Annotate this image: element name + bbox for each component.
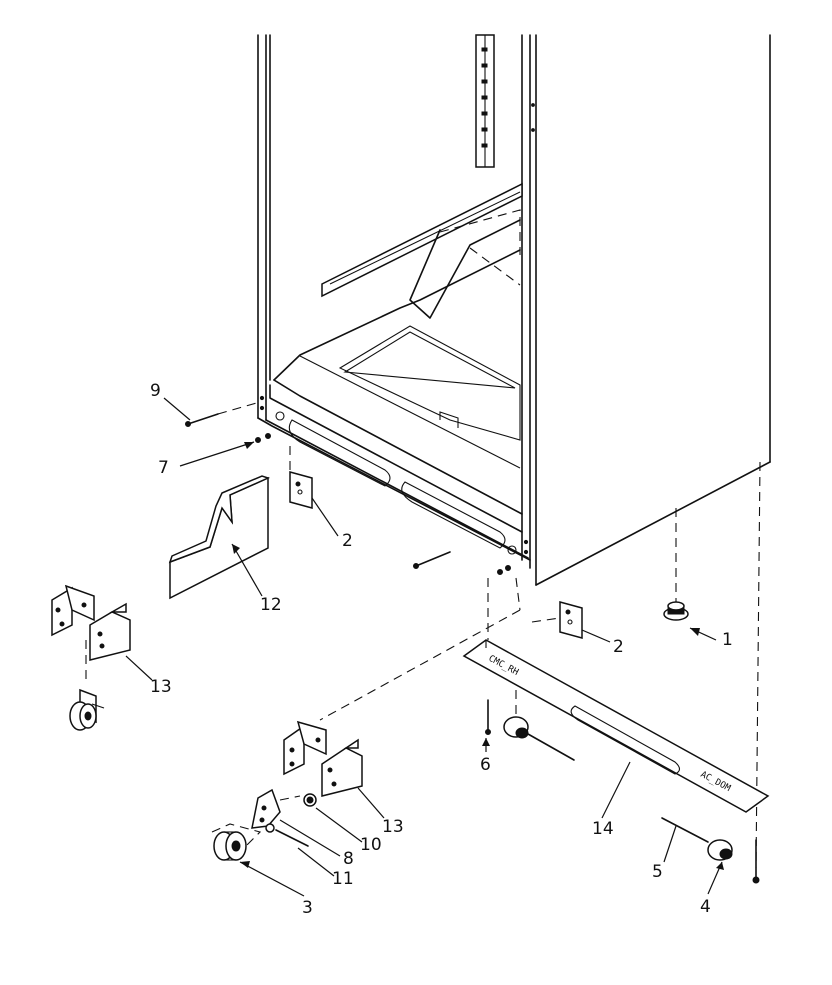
axle-part-11 (265, 823, 309, 847)
screw-middle (413, 551, 451, 569)
screw-part-6 (485, 699, 491, 735)
callout-labels: 1 2 2 3 4 5 6 7 8 9 10 11 12 13 13 14 (150, 381, 733, 918)
sleeve-middle (503, 716, 575, 761)
wheel-part-3 (211, 823, 262, 861)
long-screw-right (752, 461, 761, 884)
leader-arrowheads (232, 442, 724, 870)
callout-13a: 13 (150, 677, 172, 697)
bracket-part-2-right (531, 601, 583, 639)
callout-12: 12 (260, 595, 282, 615)
callout-10: 10 (360, 835, 382, 855)
callout-2a: 2 (342, 531, 353, 551)
callout-2b: 2 (613, 637, 624, 657)
refrigerator-cabinet (257, 34, 771, 586)
pin-part-5 (661, 817, 709, 843)
roller-part-4 (707, 839, 733, 861)
callout-11: 11 (332, 869, 354, 889)
callout-1: 1 (722, 630, 733, 650)
callout-9: 9 (150, 381, 161, 401)
callout-7: 7 (158, 458, 169, 478)
panel-part-12 (168, 475, 271, 600)
caster-bracket-part-13-left (51, 584, 131, 731)
callout-8: 8 (343, 849, 354, 869)
callout-3: 3 (302, 898, 313, 918)
callout-4: 4 (700, 897, 711, 917)
bracket-part-2-left (289, 446, 313, 509)
callout-5: 5 (652, 862, 663, 882)
leader-lines (125, 397, 723, 897)
caster-bracket-part-13-bottom (283, 720, 363, 797)
foot-part-1 (663, 508, 689, 621)
nuts-part-7 (255, 433, 511, 575)
caster-plate-part-8 (251, 788, 301, 829)
bushing-part-10 (303, 793, 317, 807)
screw-part-9 (185, 401, 261, 427)
callout-14: 14 (592, 819, 614, 839)
callout-13b: 13 (382, 817, 404, 837)
callout-6: 6 (480, 755, 491, 775)
